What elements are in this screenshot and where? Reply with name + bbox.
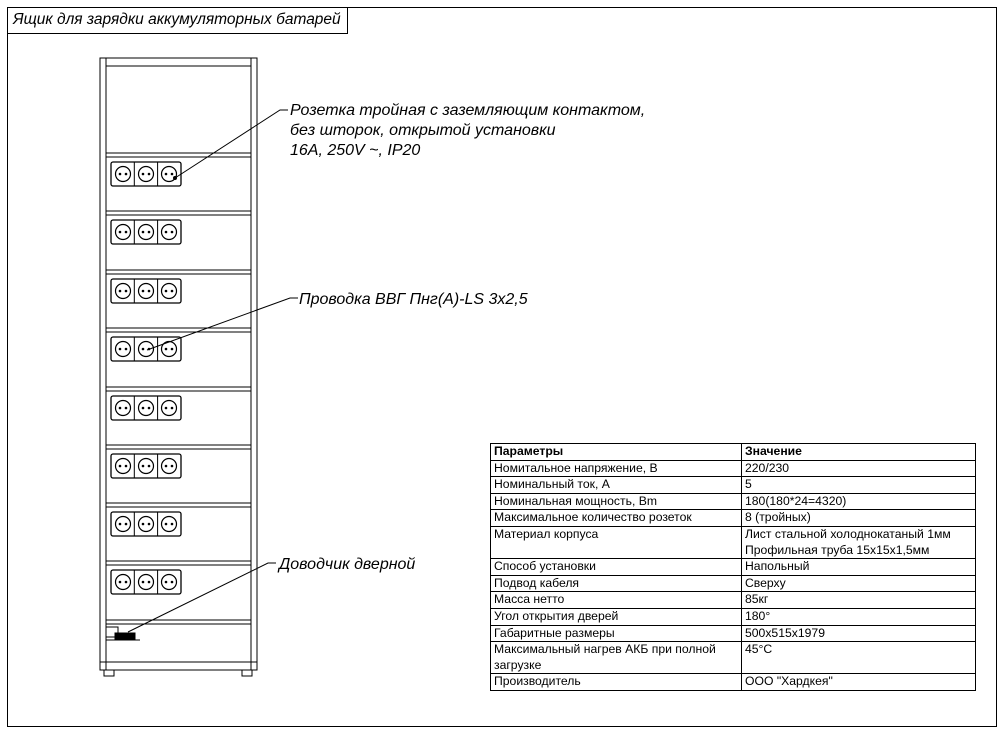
socket-outlet-icon [160, 165, 178, 183]
socket-leader-line [174, 109, 288, 179]
socket-outlet-icon [137, 573, 155, 591]
socket-outlet-icon [160, 399, 178, 417]
spec-param-cell: Номинальный ток, А [490, 476, 742, 494]
socket-outlet-icon [114, 515, 132, 533]
socket-outlet-icon [160, 223, 178, 241]
socket-outlet-icon [160, 282, 178, 300]
triple-socket-icon [110, 453, 182, 479]
cabinet-left-post [99, 57, 107, 671]
socket-outlet-icon [137, 399, 155, 417]
triple-socket-icon [110, 336, 182, 362]
spec-value-cell: 45°С [741, 641, 976, 675]
socket-blocks [110, 161, 182, 595]
shelves [106, 152, 251, 625]
spec-table-header-row: Параметры Значение [490, 443, 976, 461]
spec-value-cell: 500х515х1979 [741, 624, 976, 643]
socket-callout: Розетка тройная с заземляющим контактом,… [290, 101, 645, 161]
spec-table-row: Максимальный нагрев АКБ при полной загру… [490, 641, 976, 675]
spec-param-cell: Масса нетто [490, 591, 742, 609]
socket-outlet-icon [114, 457, 132, 475]
leader-lines [127, 109, 298, 633]
spec-param-cell: Максимальное количество розеток [490, 509, 742, 527]
spec-value-cell: Напольный [741, 558, 976, 576]
spec-param-cell: Угол открытия дверей [490, 607, 742, 626]
socket-outlet-icon [114, 399, 132, 417]
socket-callout-line-3: 16А, 250V ~, IP20 [290, 142, 421, 159]
socket-outlet-icon [137, 223, 155, 241]
socket-outlet-icon [137, 340, 155, 358]
socket-outlet-icon [137, 457, 155, 475]
cabinet-feet [103, 669, 253, 677]
spec-param-cell: Габаритные размеры [490, 624, 742, 643]
spec-value-cell: 220/230 [741, 459, 976, 478]
drawing-title: Ящик для зарядки аккумуляторных батарей [7, 7, 348, 34]
spec-header-parameter: Параметры [490, 443, 742, 461]
spec-value-cell: 8 (тройных) [741, 509, 976, 527]
socket-callout-line-2: без шторок, открытой установки [290, 122, 556, 139]
spec-value-cell: 180° [741, 607, 976, 626]
socket-outlet-icon [114, 340, 132, 358]
triple-socket-icon [110, 511, 182, 537]
spec-value-cell: ООО "Хардкея" [741, 673, 976, 691]
spec-param-cell: Максимальный нагрев АКБ при полной загру… [490, 641, 742, 675]
closer-leader-line [127, 562, 276, 633]
spec-value-cell: 180(180*24=4320) [741, 492, 976, 511]
wiring-leader-line [146, 297, 298, 351]
wiring-callout: Проводка ВВГ Пнг(А)-LS 3х2,5 [299, 291, 528, 308]
closer-callout: Доводчик дверной [279, 556, 416, 573]
spec-value-cell: 5 [741, 476, 976, 494]
triple-socket-icon [110, 569, 182, 595]
triple-socket-icon [110, 219, 182, 245]
spec-param-cell: Способ установки [490, 558, 742, 576]
spec-param-cell: Материал корпуса [490, 525, 742, 560]
triple-socket-icon [110, 278, 182, 304]
socket-leader-dot [173, 176, 177, 180]
triple-socket-icon [110, 161, 182, 187]
socket-outlet-icon [114, 165, 132, 183]
spec-param-cell: Номитальное напряжение, В [490, 459, 742, 478]
socket-outlet-icon [114, 223, 132, 241]
spec-param-cell: Подвод кабеля [490, 574, 742, 593]
socket-outlet-icon [160, 515, 178, 533]
triple-socket-icon [110, 395, 182, 421]
drawing-frame [7, 7, 997, 727]
socket-outlet-icon [137, 515, 155, 533]
socket-outlet-icon [137, 282, 155, 300]
socket-outlet-icon [114, 282, 132, 300]
spec-table: Параметры Значение Номитальное напряжени… [490, 443, 976, 691]
socket-outlet-icon [160, 573, 178, 591]
socket-callout-line-1: Розетка тройная с заземляющим контактом, [290, 102, 646, 119]
spec-header-value: Значение [741, 443, 976, 461]
spec-value-cell: Сверху [741, 574, 976, 593]
spec-param-cell: Номинальная мощность, Вm [490, 492, 742, 511]
socket-outlet-icon [160, 457, 178, 475]
spec-value-cell: Лист стальной холоднокатаный 1мм Профиль… [741, 525, 976, 560]
door-closer-icon [105, 626, 140, 641]
cabinet-right-post [250, 57, 258, 671]
spec-param-cell: Производитель [490, 673, 742, 691]
socket-outlet-icon [137, 165, 155, 183]
socket-outlet-icon [114, 573, 132, 591]
spec-value-cell: 85кг [741, 591, 976, 609]
